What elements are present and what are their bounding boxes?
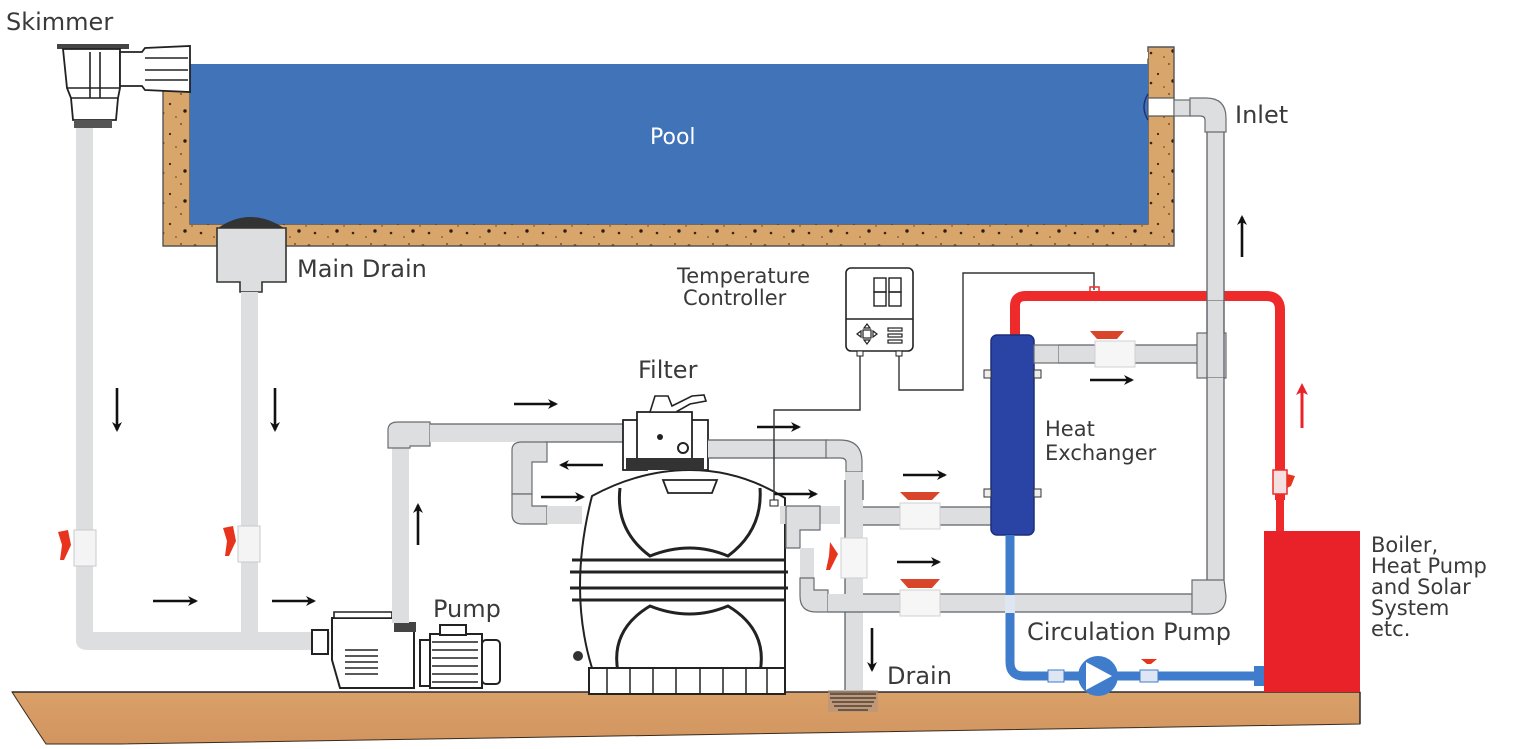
pump-to-filter-pipes xyxy=(387,399,626,623)
drain-valve[interactable] xyxy=(826,537,868,579)
circulation-pump-label: Circulation Pump xyxy=(1027,618,1231,646)
suction-pipes xyxy=(58,128,330,650)
circulation-pump xyxy=(1078,656,1118,696)
outlet-manifold: Drain xyxy=(708,422,1206,712)
hot-return-valve[interactable] xyxy=(1272,469,1295,495)
multiport-valve[interactable] xyxy=(622,394,709,471)
water-surface-waves xyxy=(190,52,1148,64)
hot-sensor-wire xyxy=(898,272,1095,391)
circulation-loop: Circulation Pump xyxy=(1005,535,1266,696)
heat-exchanger-label-line2: Exchanger xyxy=(1045,441,1157,465)
temperature-controller: Temperature Controller xyxy=(676,264,1095,507)
hot-water-loop xyxy=(1010,286,1308,532)
pump-label: Pump xyxy=(433,595,501,623)
skimmer: Skimmer xyxy=(6,8,191,128)
filter: Filter xyxy=(570,356,788,695)
pool: Pool xyxy=(162,46,1175,247)
floor-drain xyxy=(828,690,878,712)
heat-exchanger-label-line1: Heat xyxy=(1045,417,1095,441)
heat-source-label-line2: Heat Pump xyxy=(1371,554,1487,578)
skimmer-line-valve[interactable] xyxy=(58,529,97,567)
exchanger-outlet-valve[interactable] xyxy=(1090,331,1136,368)
filter-label: Filter xyxy=(638,356,698,384)
temperature-controller-label-line1: Temperature xyxy=(676,264,810,288)
heat-source-label-line5: etc. xyxy=(1371,617,1410,641)
ground xyxy=(11,691,1361,745)
inlet-label: Inlet xyxy=(1235,101,1288,129)
circulation-valve[interactable] xyxy=(1139,659,1159,683)
drain-label: Drain xyxy=(887,662,952,690)
heat-source: Boiler, Heat Pump and Solar System etc. xyxy=(1264,531,1487,692)
controller-menu-buttons[interactable] xyxy=(887,327,903,344)
pump: Pump xyxy=(311,595,501,689)
exchanger-inlet-valve[interactable] xyxy=(899,492,941,530)
heat-source-label-line1: Boiler, xyxy=(1371,533,1438,557)
controller-dpad[interactable] xyxy=(856,323,878,345)
main-drain: Main Drain xyxy=(216,217,427,293)
heat-source-label-line3: and Solar xyxy=(1371,575,1471,599)
pool-water xyxy=(190,64,1148,224)
skimmer-label: Skimmer xyxy=(6,8,113,36)
controller-display xyxy=(873,277,902,307)
main-drain-label: Main Drain xyxy=(297,255,427,283)
sensor-wire xyxy=(773,356,861,504)
heat-source-label-line4: System xyxy=(1371,596,1449,620)
pool-label: Pool xyxy=(650,125,696,150)
main-drain-line-valve[interactable] xyxy=(223,525,261,563)
temperature-controller-label-line2: Controller xyxy=(683,286,787,310)
return-to-pool-pipes: Inlet xyxy=(1059,93,1288,615)
bypass-valve[interactable] xyxy=(899,579,941,617)
